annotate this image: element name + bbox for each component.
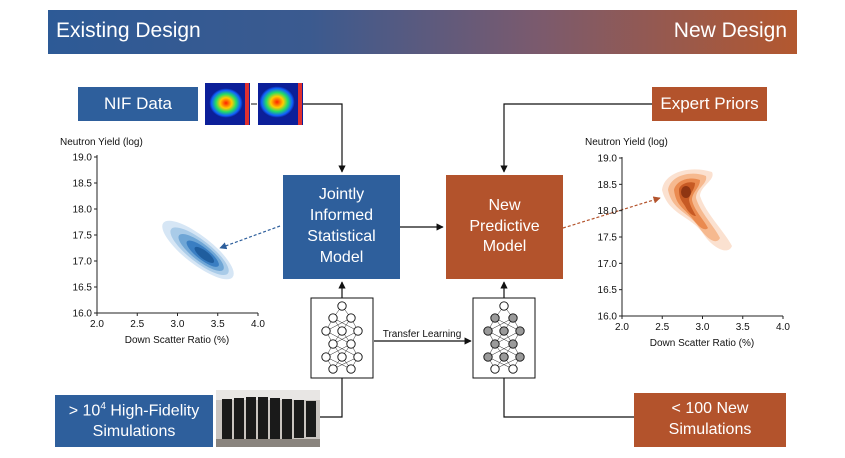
existing-design-title: Existing Design <box>56 19 201 42</box>
nn-node <box>353 326 363 336</box>
left-plot: Neutron Yield (log) 19.0 18.5 18.0 17.5 17.0… <box>60 137 265 346</box>
nn-node <box>346 313 356 323</box>
high-fidelity-line2: Simulations <box>92 422 176 440</box>
left-plot-xtick-label: 4.0 <box>251 319 265 330</box>
jointly-informed-model-label: Jointly Informed Statistical Model <box>307 186 376 266</box>
nif-to-model-arrow <box>303 103 346 173</box>
high-fidelity-line1: > 104 High-Fidelity <box>68 400 200 419</box>
model-to-right-plot-arrow <box>562 196 661 229</box>
right-plot-ytick-label: 16.5 <box>598 285 618 296</box>
right-plot-density <box>662 169 732 251</box>
nn-node <box>346 339 356 349</box>
neural-network-right <box>472 297 536 379</box>
right-plot: Neutron Yield (log) 19.0 18.5 18.0 17.5 17.0… <box>585 137 790 349</box>
nn-node <box>499 301 509 311</box>
neural-network-left <box>310 297 374 379</box>
supercomputer-image <box>216 390 320 447</box>
nn-node <box>490 313 500 323</box>
nn-node <box>328 364 338 374</box>
header-banner: Existing Design New Design <box>48 10 797 54</box>
nn-node <box>508 313 518 323</box>
right-plot-xtick-label: 2.0 <box>615 322 629 333</box>
left-plot-ytick-label: 18.5 <box>73 179 93 190</box>
high-fidelity-simulations-box: > 104 High-Fidelity Simulations <box>55 395 213 447</box>
left-plot-ytick-label: 17.5 <box>73 231 93 242</box>
left-plot-ytick-label: 18.0 <box>73 205 93 216</box>
nn-node <box>321 326 331 336</box>
expert-priors-label: Expert Priors <box>660 93 759 113</box>
jointly-informed-model-box: Jointly Informed Statistical Model <box>283 175 400 279</box>
nif-image-thumbnail-2 <box>258 83 303 125</box>
priors-to-model-arrow <box>500 103 652 173</box>
left-plot-xlabel: Down Scatter Ratio (%) <box>125 335 229 346</box>
nn-node <box>508 339 518 349</box>
right-plot-xtick-label: 2.5 <box>655 322 669 333</box>
nn-node <box>515 326 525 336</box>
nn-node <box>346 364 356 374</box>
nn-node <box>337 301 347 311</box>
nn-node <box>337 352 347 362</box>
left-plot-ytick-label: 19.0 <box>73 153 93 164</box>
right-plot-xtick-label: 3.0 <box>696 322 710 333</box>
expert-priors-box: Expert Priors <box>652 87 767 121</box>
left-plot-density <box>162 220 234 280</box>
left-plot-xtick-label: 3.5 <box>211 319 225 330</box>
right-plot-ytick-label: 16.0 <box>598 312 618 323</box>
sims-to-nn-line <box>320 378 343 418</box>
nif-data-box: NIF Data <box>78 87 198 121</box>
right-plot-ylabel: Neutron Yield (log) <box>585 137 668 148</box>
nn-node <box>508 364 518 374</box>
left-plot-ytick-label: 16.5 <box>73 283 93 294</box>
new-simulations-line1: < 100 New <box>671 400 749 418</box>
nn-node <box>483 352 493 362</box>
left-plot-xtick-label: 2.0 <box>90 319 104 330</box>
transfer-learning-label: Transfer Learning <box>383 329 462 340</box>
nif-data-label: NIF Data <box>103 93 173 113</box>
right-plot-xtick-label: 3.5 <box>736 322 750 333</box>
new-predictive-model-box: New Predictive Model <box>446 175 563 279</box>
right-plot-ytick-label: 19.0 <box>598 154 618 165</box>
nif-image-thumbnail-1 <box>205 83 250 125</box>
nn-node <box>328 339 338 349</box>
model-to-left-plot-arrow <box>219 225 281 250</box>
right-plot-xlabel: Down Scatter Ratio (%) <box>650 338 754 349</box>
nn-node <box>483 326 493 336</box>
right-plot-xtick-label: 4.0 <box>776 322 790 333</box>
left-plot-ytick-label: 17.0 <box>73 257 93 268</box>
new-design-title: New Design <box>673 19 787 42</box>
nn-node <box>337 326 347 336</box>
nn-node <box>353 352 363 362</box>
right-plot-ytick-label: 18.5 <box>598 180 618 191</box>
new-simulations-box: < 100 New Simulations <box>634 393 786 447</box>
new-sims-to-nn-line <box>503 378 634 418</box>
right-plot-ytick-label: 17.5 <box>598 233 618 244</box>
nn-node <box>499 326 509 336</box>
right-plot-ytick-label: 18.0 <box>598 206 618 217</box>
nn-node <box>321 352 331 362</box>
right-plot-ytick-label: 17.0 <box>598 259 618 270</box>
nn-node <box>490 364 500 374</box>
left-plot-ylabel: Neutron Yield (log) <box>60 137 143 148</box>
left-plot-xtick-label: 2.5 <box>130 319 144 330</box>
left-plot-xtick-label: 3.0 <box>171 319 185 330</box>
exponent: 4 <box>100 400 106 412</box>
nn-node <box>515 352 525 362</box>
nn-node <box>490 339 500 349</box>
new-predictive-model-label: New Predictive Model <box>469 196 540 256</box>
new-simulations-line2: Simulations <box>668 421 752 438</box>
nn-node <box>499 352 509 362</box>
left-plot-ytick-label: 16.0 <box>73 309 93 320</box>
nn-node <box>328 313 338 323</box>
